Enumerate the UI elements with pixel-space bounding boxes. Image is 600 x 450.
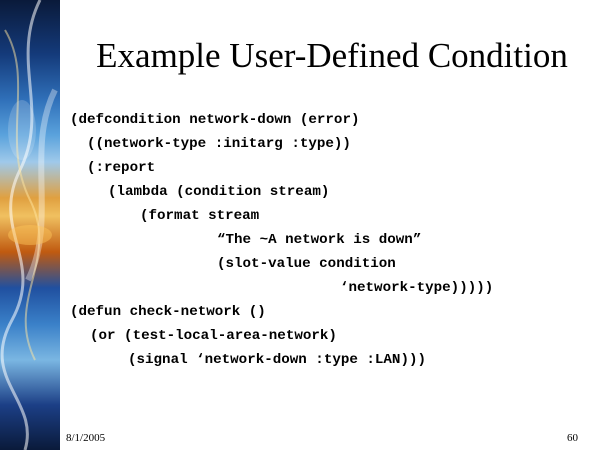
code-line: (format stream bbox=[140, 208, 260, 224]
code-line: (signal ‘network-down :type :LAN))) bbox=[128, 352, 426, 368]
slide-title: Example User-Defined Condition bbox=[96, 36, 568, 75]
code-line: (defun check-network () bbox=[70, 304, 266, 320]
code-line: (:report bbox=[87, 160, 156, 176]
swirl-decoration-icon bbox=[0, 0, 58, 450]
code-line: (slot-value condition bbox=[217, 256, 396, 272]
code-line: “The ~A network is down” bbox=[217, 232, 422, 248]
code-line: ((network-type :initarg :type)) bbox=[87, 136, 351, 152]
code-line: (or (test-local-area-network) bbox=[90, 328, 337, 344]
decorative-sidebar-image bbox=[0, 0, 60, 450]
footer-date: 8/1/2005 bbox=[66, 432, 106, 444]
code-line: (defcondition network-down (error) bbox=[70, 112, 360, 128]
code-line: (lambda (condition stream) bbox=[108, 184, 330, 200]
page-number: 60 bbox=[567, 432, 578, 444]
code-line: ‘network-type))))) bbox=[340, 280, 494, 296]
